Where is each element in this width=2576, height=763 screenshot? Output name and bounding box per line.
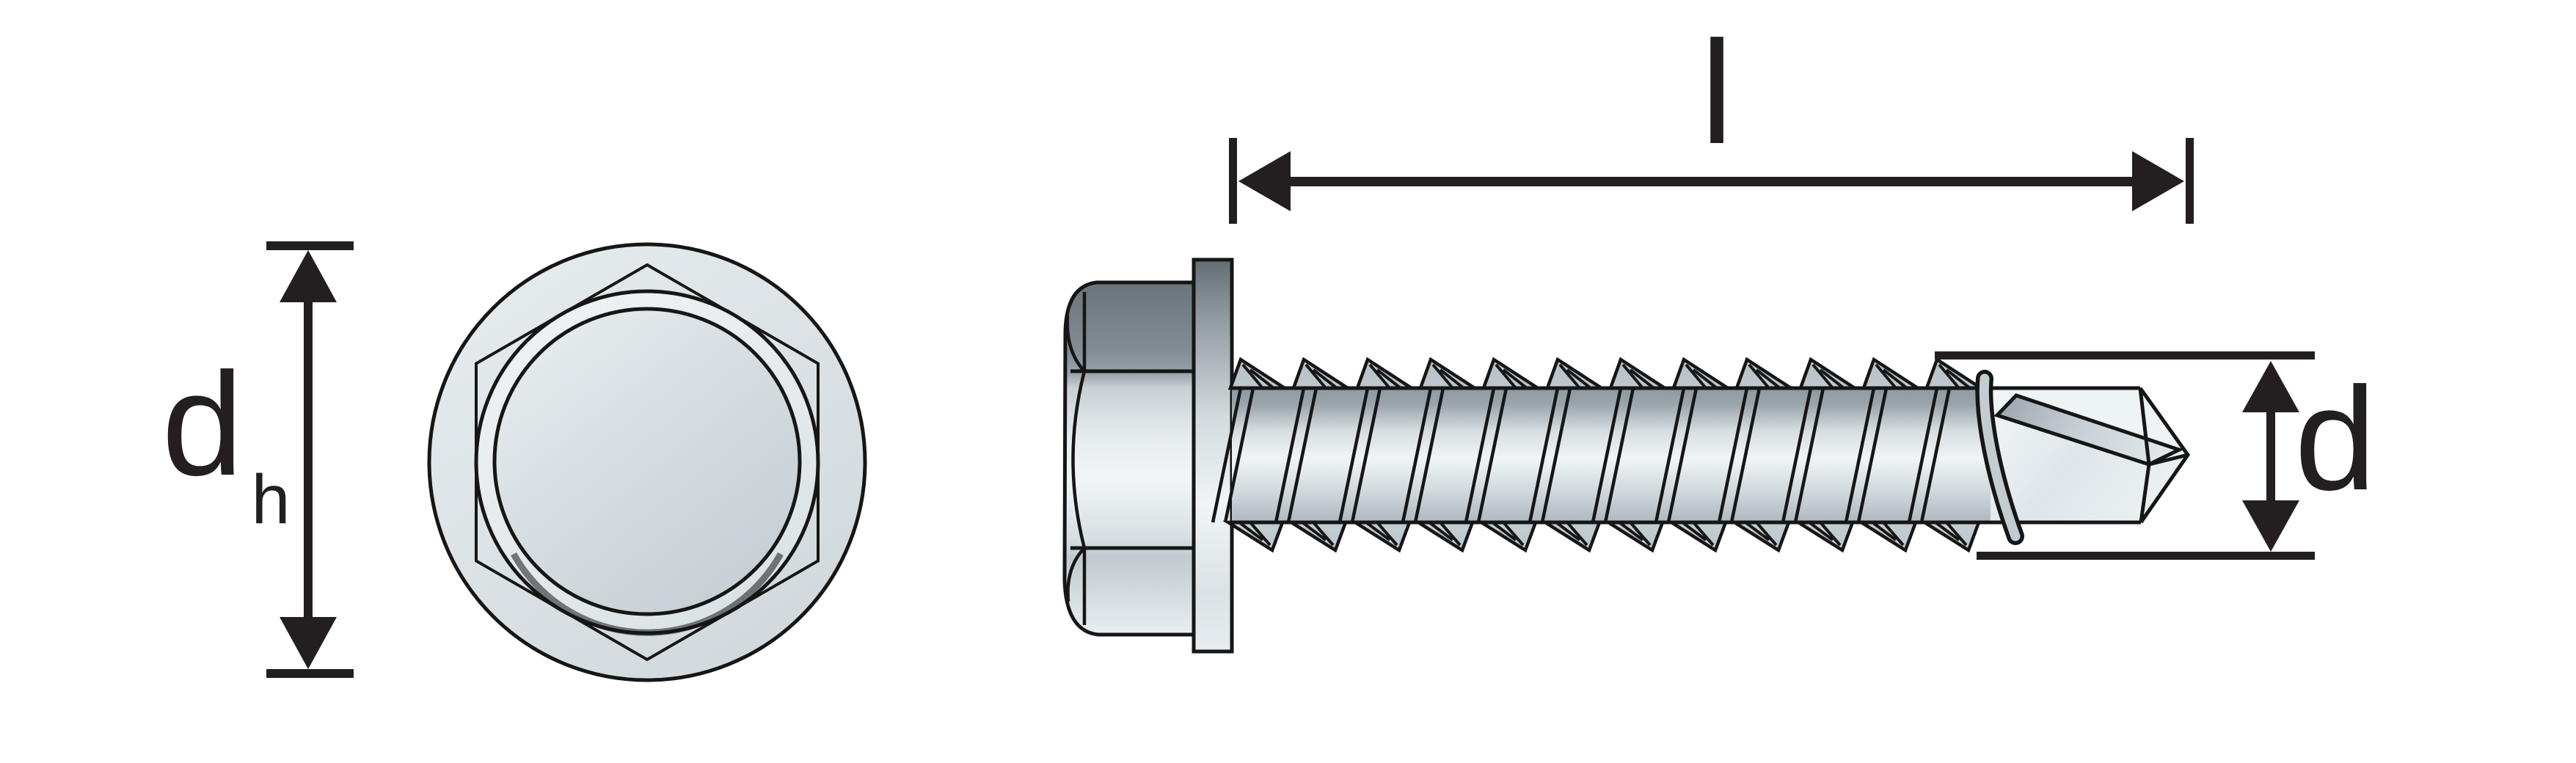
l-tick-left bbox=[1229, 138, 1237, 224]
dh-arrow-shaft bbox=[304, 264, 313, 655]
thread-teeth-edges bbox=[1238, 363, 1971, 547]
d-label: d bbox=[2294, 357, 2376, 521]
l-arrowhead-left-icon bbox=[1238, 151, 1291, 211]
thread-helix-lines bbox=[1211, 387, 1952, 523]
front-view-head bbox=[427, 242, 867, 682]
l-arrow-shaft bbox=[1284, 177, 2137, 186]
head-corner-edge-top bbox=[1065, 292, 1087, 373]
head-face-circle bbox=[492, 307, 802, 616]
dh-arrowhead-up-icon bbox=[280, 250, 337, 302]
head-corner-edge-middle bbox=[1071, 370, 1087, 549]
d-arrowhead-down-icon bbox=[2242, 500, 2299, 552]
d-extension-line-bottom bbox=[1977, 552, 2315, 560]
dh-arrowhead-down-icon bbox=[280, 617, 337, 669]
dimension-head-diameter: d h bbox=[161, 241, 354, 678]
d-arrowhead-up-icon bbox=[2242, 361, 2299, 412]
head-face-bottom-shadow bbox=[511, 552, 784, 636]
dh-label-main: d bbox=[161, 343, 243, 506]
l-tick-right bbox=[2186, 138, 2194, 224]
dimension-length: l bbox=[1229, 11, 2194, 224]
l-arrowhead-right-icon bbox=[2132, 151, 2184, 211]
d-extension-line-top bbox=[1935, 351, 2315, 359]
drill-point-chamfer-edges bbox=[2138, 387, 2191, 524]
dh-cap-bottom bbox=[266, 669, 354, 678]
drill-point-top-facet bbox=[1991, 388, 2179, 450]
dh-label-subscript: h bbox=[252, 461, 291, 539]
hex-outline bbox=[475, 263, 820, 662]
l-label: l bbox=[1701, 11, 1733, 175]
side-view-screw bbox=[1062, 258, 2191, 654]
drill-flute-curl bbox=[1979, 373, 2021, 541]
head-corner-edge-bottom bbox=[1066, 547, 1087, 625]
dimension-thread-diameter: d bbox=[1935, 351, 2376, 560]
d-arrow-shaft bbox=[2266, 400, 2275, 514]
dh-cap-top bbox=[266, 241, 354, 250]
thread-teeth bbox=[1222, 357, 1987, 553]
